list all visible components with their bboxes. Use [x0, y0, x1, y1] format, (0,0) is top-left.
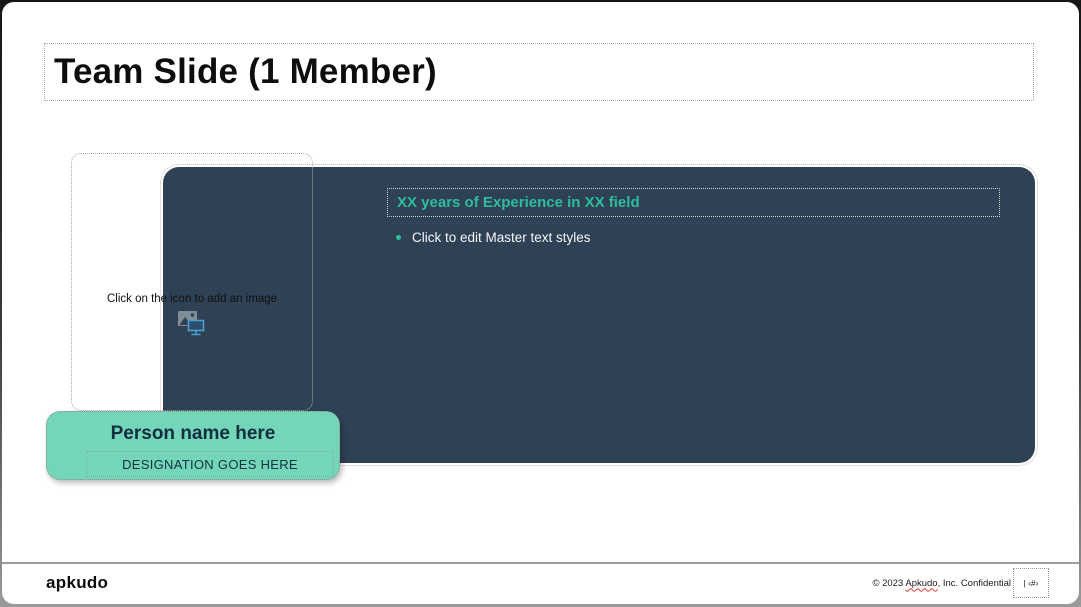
bullet-text: Click to edit Master text styles [412, 230, 591, 245]
copyright-suffix: , Inc. Confidential [937, 577, 1011, 589]
designation-placeholder[interactable]: DESIGNATION GOES HERE [86, 451, 334, 477]
experience-heading-placeholder[interactable]: XX years of Experience in XX field [387, 188, 1000, 217]
slide-number-text: | ‹#› [1023, 578, 1039, 588]
page-title: Team Slide (1 Member) [54, 52, 437, 91]
copyright-text: © 2023 Apkudo, Inc. Confidential [872, 578, 1011, 589]
footer-right: © 2023 Apkudo, Inc. Confidential | ‹#› [872, 567, 1049, 599]
title-placeholder[interactable]: Team Slide (1 Member) [44, 43, 1034, 101]
person-name[interactable]: Person name here [110, 423, 276, 444]
experience-heading: XX years of Experience in XX field [397, 194, 640, 211]
apkudo-logo: apkudo [46, 573, 109, 592]
body-text-placeholder[interactable]: Click to edit Master text styles [396, 230, 591, 245]
image-placeholder-hint: Click on the icon to add an image [106, 293, 278, 305]
copyright-prefix: © 2023 [872, 577, 906, 589]
footer-divider [2, 562, 1079, 564]
image-placeholder[interactable]: Click on the icon to add an image [71, 153, 313, 411]
slide-number-placeholder[interactable]: | ‹#› [1013, 568, 1049, 598]
bullet-icon [396, 235, 401, 240]
name-card[interactable]: Person name here DESIGNATION GOES HERE [46, 411, 340, 480]
copyright-company: Apkudo [905, 577, 938, 589]
designation-text: DESIGNATION GOES HERE [122, 456, 298, 472]
add-image-icon[interactable] [177, 310, 207, 341]
